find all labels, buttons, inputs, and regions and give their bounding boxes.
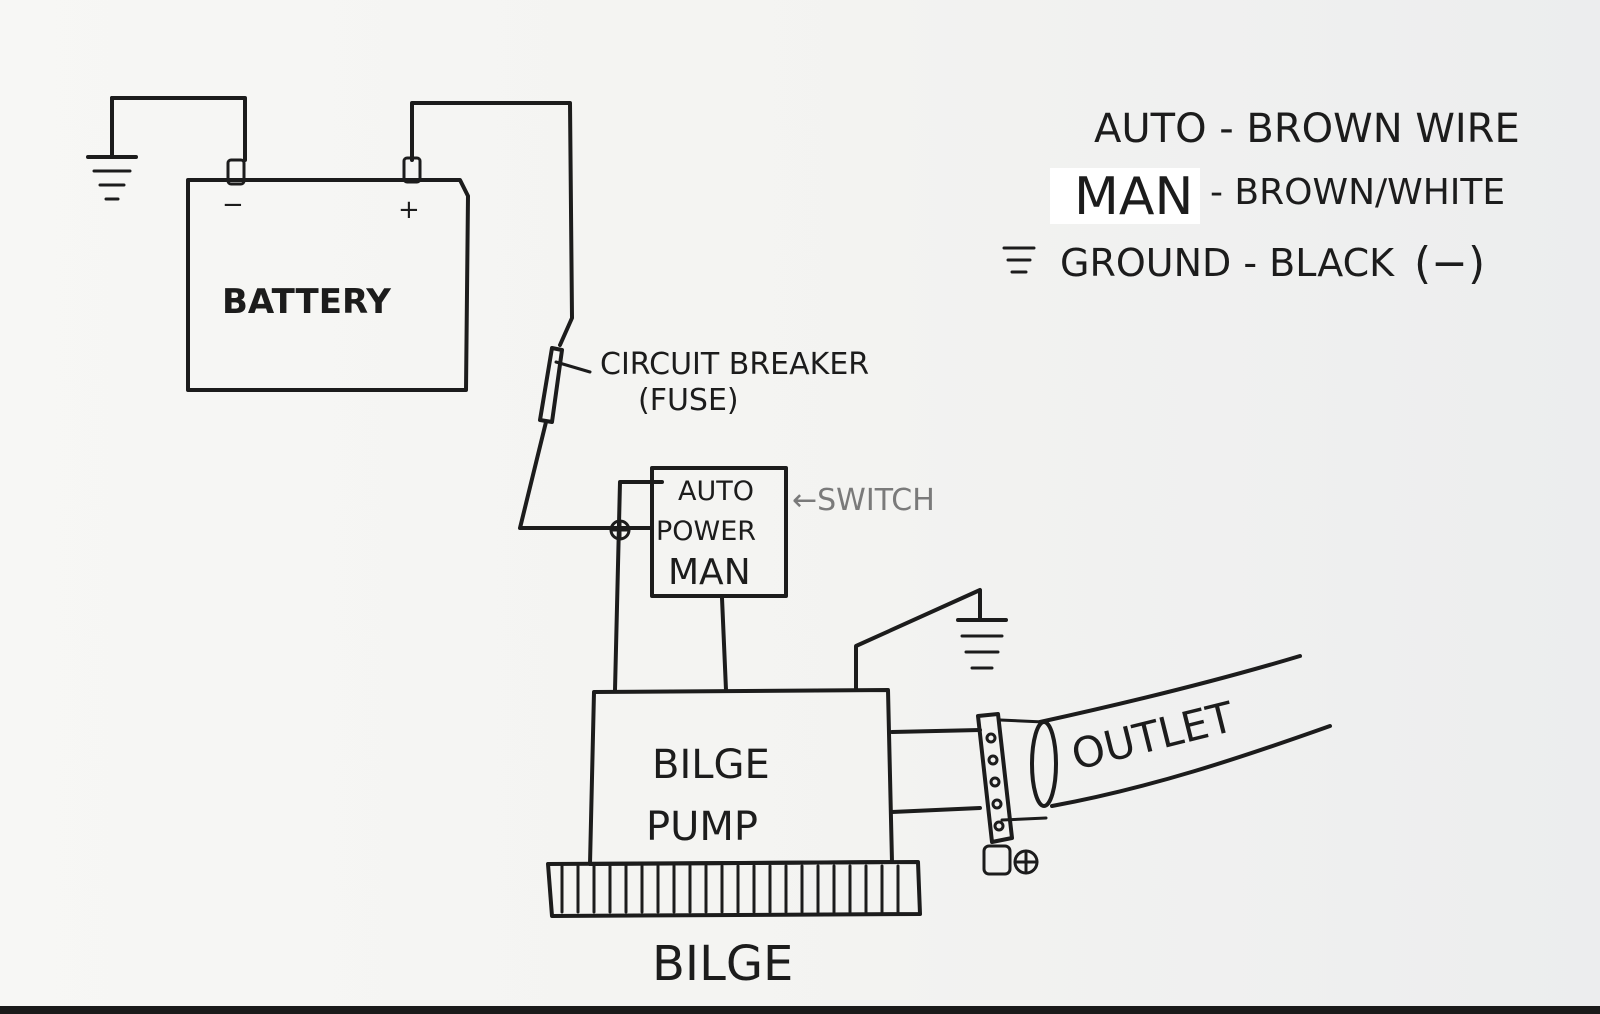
man-wire xyxy=(720,596,728,692)
wire-legend: AUTO - BROWN WIRE MAN - BROWN/WHITE GROU… xyxy=(1002,106,1520,289)
switch-man-label: MAN xyxy=(668,552,751,593)
bottom-edge xyxy=(0,1006,1600,1014)
breaker-label: CIRCUIT BREAKER xyxy=(600,347,869,382)
pump-ground-icon xyxy=(956,618,1008,670)
ground-wire-battery xyxy=(110,96,247,162)
switch-pointer-label: ←SWITCH xyxy=(792,483,935,518)
switch-auto-label: AUTO xyxy=(678,476,754,507)
battery-minus-sign: − xyxy=(222,190,244,220)
legend-man-key: MAN xyxy=(1074,167,1193,227)
switch-power-label: POWER xyxy=(656,516,756,547)
negative-terminal-icon xyxy=(226,158,246,186)
fuse-to-switch-wire xyxy=(518,420,654,530)
legend-ground-symbol: (−) xyxy=(1414,238,1485,289)
legend-ground-icon xyxy=(1002,246,1036,274)
bilge-pump: BILGE PUMP xyxy=(588,688,894,866)
bilge-label: BILGE xyxy=(652,936,793,992)
circuit-breaker-fuse xyxy=(538,346,592,424)
bilge-grate xyxy=(546,860,922,918)
battery-ground-icon xyxy=(86,96,138,201)
pump-ground-wire xyxy=(854,588,982,692)
fuse-label: (FUSE) xyxy=(638,383,739,418)
battery-label: BATTERY xyxy=(222,282,391,322)
legend-man-value: - BROWN/WHITE xyxy=(1210,172,1505,213)
pump-label-line2: PUMP xyxy=(646,804,758,850)
battery-plus-sign: + xyxy=(398,195,420,225)
hose-clamp-icon xyxy=(976,712,1048,876)
pump-label-line1: BILGE xyxy=(652,742,770,788)
switch-panel: AUTO POWER MAN xyxy=(650,466,788,598)
legend-man-highlight xyxy=(1050,168,1200,224)
auto-wire xyxy=(613,480,664,692)
battery: − + BATTERY xyxy=(186,156,470,392)
legend-ground: GROUND - BLACK xyxy=(1060,241,1395,285)
legend-auto: AUTO - BROWN WIRE xyxy=(1094,106,1520,152)
positive-wire xyxy=(410,101,574,347)
